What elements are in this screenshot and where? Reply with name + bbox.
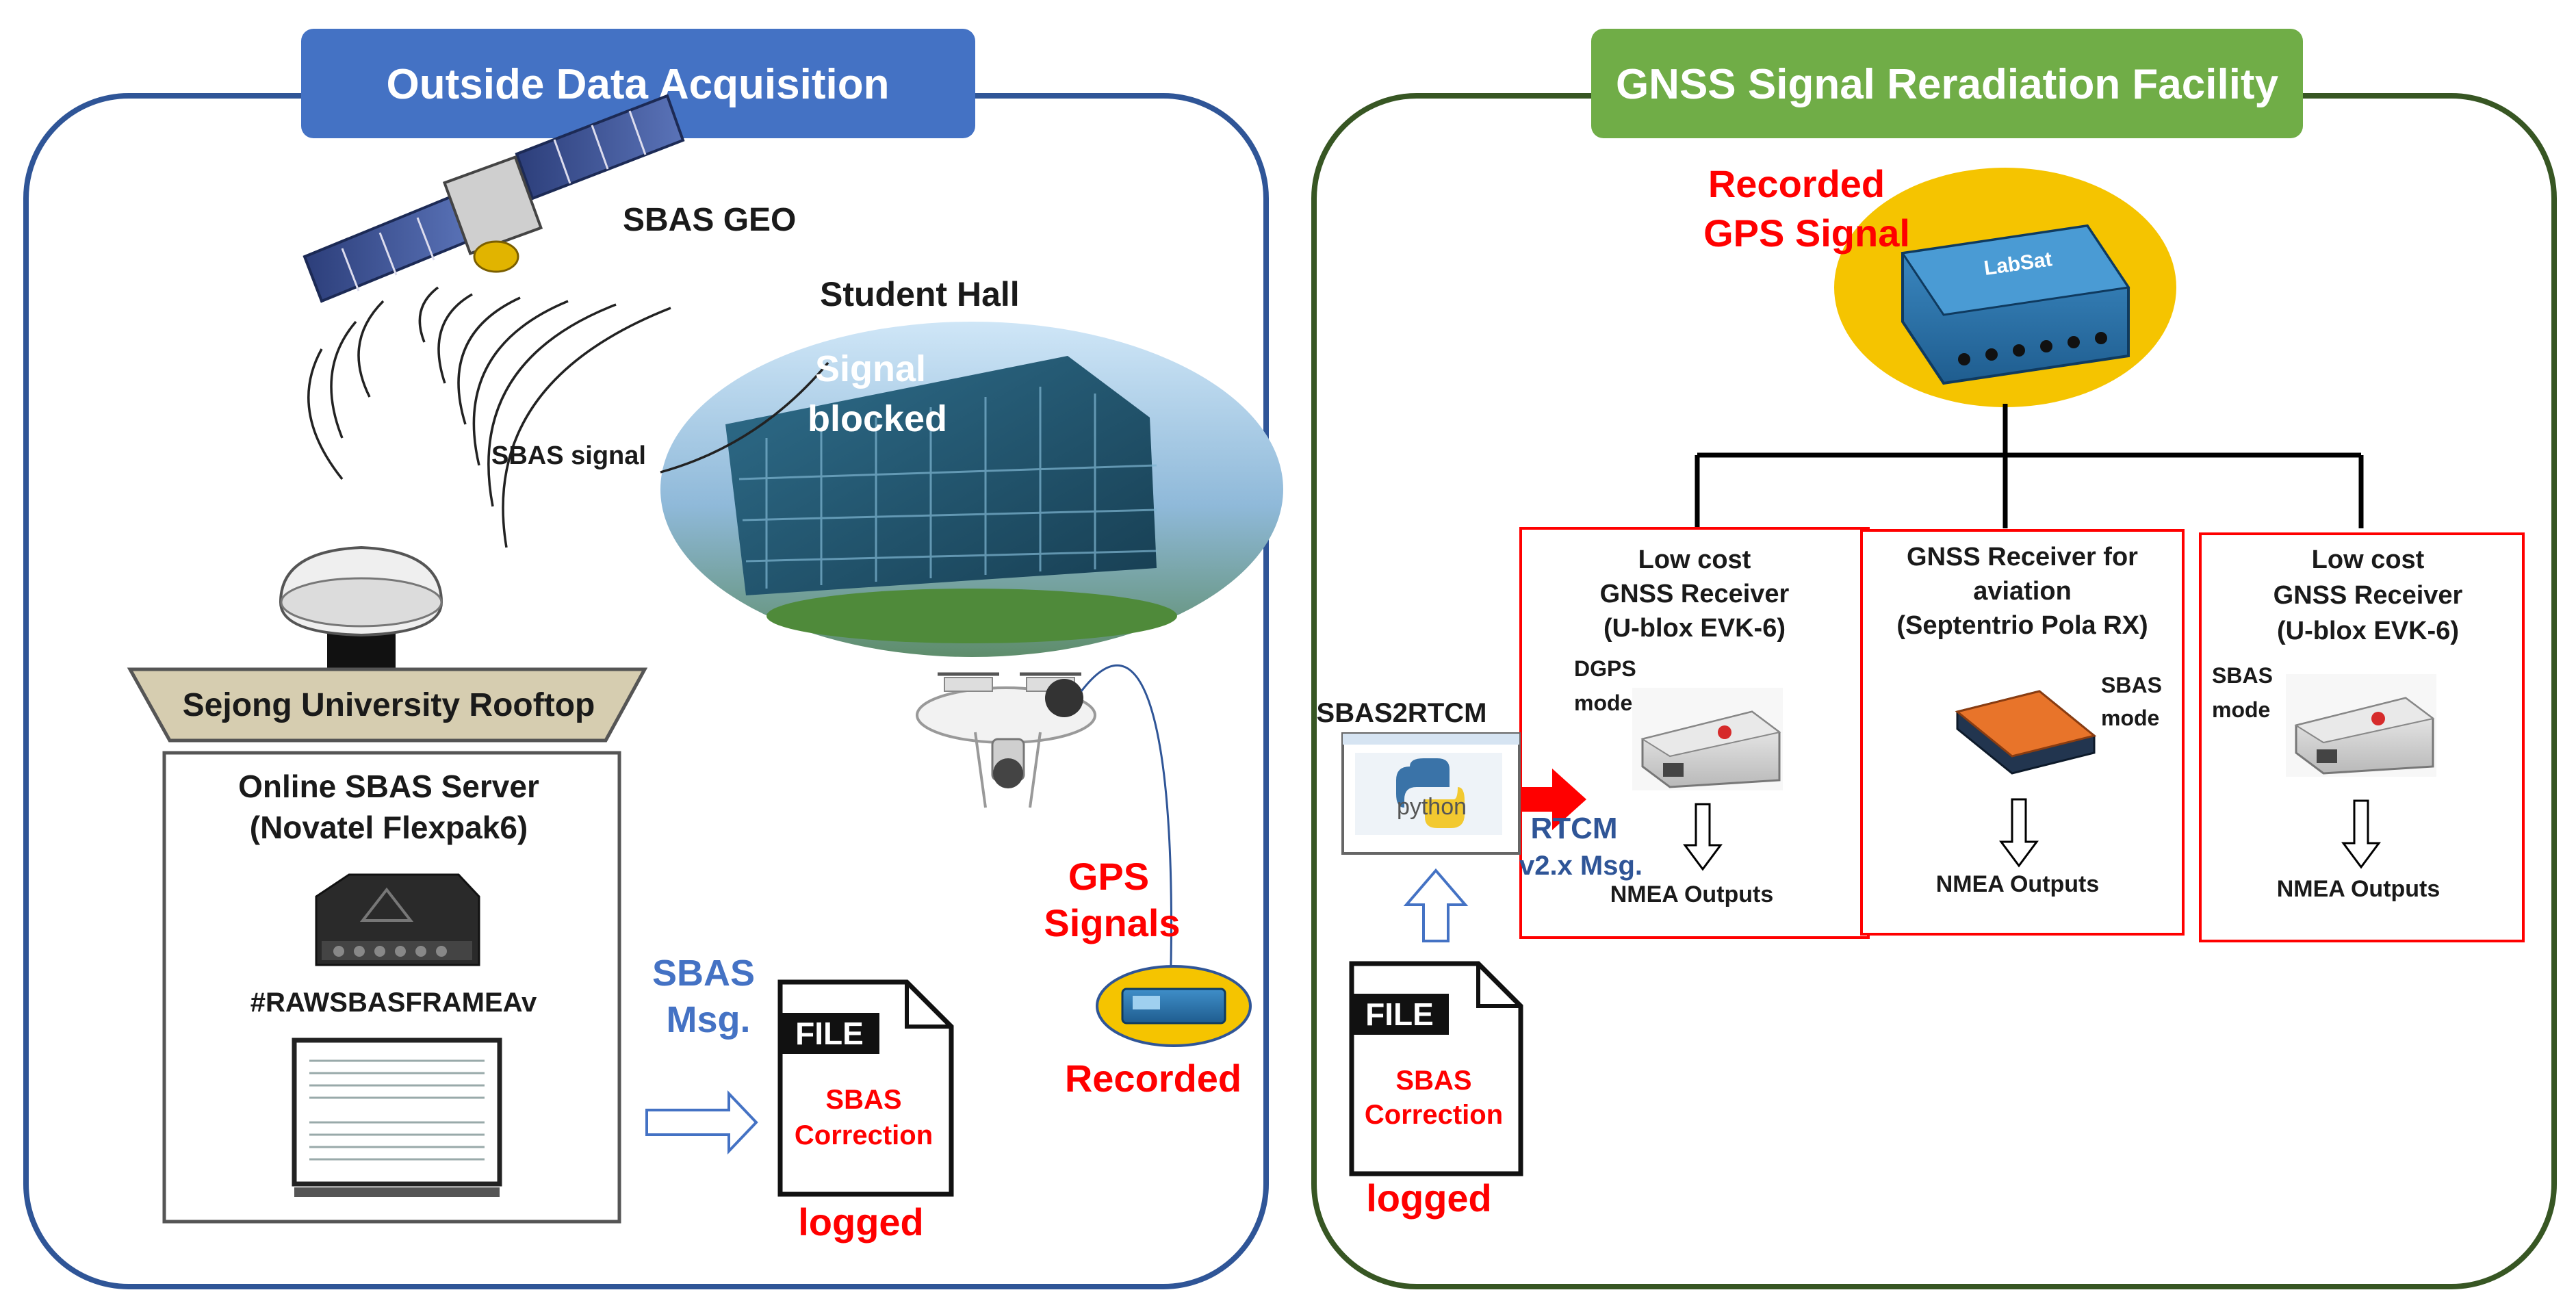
receiver-2-output-arrow (1999, 798, 2039, 868)
receiver-3-line1: Low cost (2312, 545, 2425, 574)
python-logo-icon (1396, 758, 1465, 828)
right-file-content-1: SBAS (1395, 1066, 1471, 1096)
rtcm-label-2: v2.x Msg. (1519, 851, 1643, 881)
left-file-icon (777, 979, 954, 1197)
left-file-content-1: SBAS (825, 1085, 901, 1115)
receiver-2-line1: GNSS Receiver for (1907, 543, 2138, 571)
sbas2rtcm-label: SBAS2RTCM (1317, 698, 1487, 728)
server-title-2: (Novatel Flexpak6) (250, 810, 528, 845)
ublox-receiver-2-icon (2286, 674, 2436, 777)
gps-signals-label-1: GPS (1068, 855, 1149, 898)
receiver-2-line2: aviation (1973, 577, 2072, 606)
receiver-2-output: NMEA Outputs (1936, 871, 2100, 897)
sbas-geo-satellite-icon (302, 94, 685, 303)
left-recorded-label: Recorded (1065, 1057, 1241, 1100)
server-title-1: Online SBAS Server (238, 769, 539, 804)
receiver-2-mode1: SBAS (2101, 673, 2162, 697)
receiver-1-output-arrow (1683, 803, 1723, 871)
sbas-msg-label-1: SBAS (652, 953, 755, 994)
left-panel-title-box (301, 29, 975, 138)
right-panel-title: GNSS Signal Reradiation Facility (1616, 61, 2279, 108)
rtcm-label-1: RTCM (1530, 812, 1617, 845)
signal-blocked-label-1: Signal (815, 348, 926, 389)
rooftop-banner (127, 667, 648, 743)
septentrio-receiver-icon (1955, 690, 2097, 775)
gps-signals-label-2: Signals (1044, 901, 1180, 944)
left-recorder-icon (1096, 965, 1252, 1047)
receiver-box-3: Low cost GNSS Receiver (U-blox EVK-6) SB… (2199, 532, 2525, 942)
sbas2rtcm-app-window (1341, 732, 1521, 855)
right-logged-label: logged (1366, 1176, 1492, 1220)
student-hall-photo (660, 322, 1283, 657)
ublox-receiver-1-icon (1632, 688, 1783, 790)
left-file-label: FILE (795, 1016, 864, 1051)
receiver-3-line3: (U-blox EVK-6) (2277, 617, 2459, 645)
rooftop-antenna-icon (279, 545, 443, 678)
student-hall-label: Student Hall (820, 275, 1020, 313)
receiver-1-output: NMEA Outputs (1610, 881, 1774, 907)
left-panel-title: Outside Data Acquisition (387, 61, 890, 108)
receiver-2-mode2: mode (2101, 706, 2159, 730)
receiver-2-line3: (Septentrio Pola RX) (1896, 611, 2148, 640)
monitor-log-icon (292, 1038, 502, 1197)
right-file-icon (1349, 961, 1523, 1176)
sbas-msg-label-2: Msg. (666, 999, 750, 1040)
recorded-gps-label-2: GPS Signal (1703, 211, 1910, 255)
left-logged-label: logged (798, 1200, 924, 1244)
receiver-box-2: GNSS Receiver for aviation (Septentrio P… (1860, 529, 2185, 936)
novatel-receiver-icon (315, 873, 480, 966)
right-panel-title-box (1591, 29, 2303, 138)
receiver-1-line3: (U-blox EVK-6) (1603, 614, 1786, 643)
sbas-signal-waves (307, 286, 671, 548)
right-panel: GNSS Signal Reradiation Facility LabSat … (1311, 29, 2557, 1289)
receiver-1-line2: GNSS Receiver (1600, 580, 1790, 608)
receiver-1-mode1: DGPS (1574, 656, 1636, 681)
python-label: python (1397, 794, 1467, 820)
receiver-1-line1: Low cost (1638, 545, 1751, 574)
receiver-3-mode2: mode (2212, 697, 2270, 722)
receiver-3-line2: GNSS Receiver (2274, 581, 2463, 610)
left-panel: Outside Data Acquisition SBAS GEO (23, 29, 1283, 1289)
rawframe-label: #RAWSBASFRAMEAv (250, 988, 537, 1018)
receiver-3-output-arrow (2341, 799, 2381, 869)
sbas-signal-label: SBAS signal (491, 441, 646, 470)
right-file-label: FILE (1365, 996, 1434, 1032)
distribution-connector (1695, 404, 2364, 528)
receiver-3-mode1: SBAS (2212, 663, 2273, 688)
sbas-msg-arrow (645, 1090, 758, 1155)
signal-blocked-label-2: blocked (808, 398, 947, 439)
receiver-box-1: Low cost GNSS Receiver (U-blox EVK-6) DG… (1519, 527, 1870, 939)
sbas-geo-label: SBAS GEO (623, 202, 796, 238)
recorded-gps-label-1: Recorded (1708, 162, 1885, 205)
right-file-content-2: Correction (1365, 1100, 1503, 1130)
sbas-server-box (162, 751, 621, 1224)
drone-icon (916, 664, 1172, 993)
labsat-device-icon: LabSat (1901, 224, 2130, 385)
rooftop-label: Sejong University Rooftop (183, 687, 595, 723)
file-up-arrow (1403, 868, 1469, 942)
left-file-content-2: Correction (795, 1120, 933, 1150)
receiver-1-mode2: mode (1574, 691, 1632, 715)
rtcm-red-arrow (1521, 769, 1586, 830)
receiver-3-output: NMEA Outputs (2277, 876, 2440, 902)
